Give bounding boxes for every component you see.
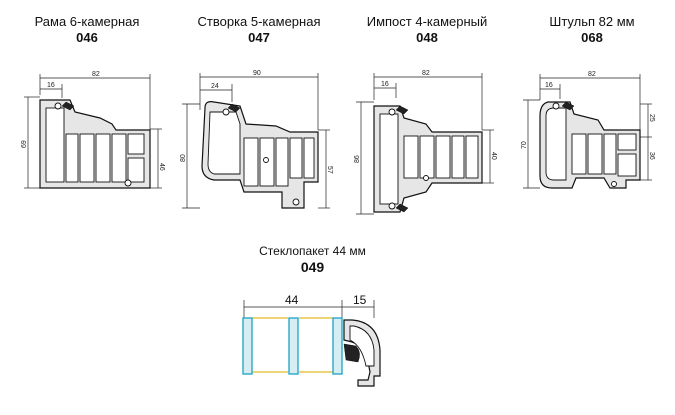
sash-height-label: 80 <box>180 154 187 162</box>
frame-side-label: 46 <box>158 163 165 171</box>
frame-height-label: 69 <box>21 140 28 148</box>
glass-unit-code: 049 <box>300 259 325 275</box>
sash-title: Створка 5-камерная <box>197 14 321 29</box>
glass-pane <box>332 317 343 375</box>
glass-pane <box>242 317 253 375</box>
frame-offset-label: 16 <box>47 82 55 89</box>
bead-seal <box>343 343 360 363</box>
mullion-offset-label: 16 <box>381 81 389 88</box>
mullion-side-label: 40 <box>490 152 497 160</box>
caption-frame: Рама 6-камерная 046 <box>22 14 152 47</box>
caption-glass-unit: Стеклопакет 44 мм 049 <box>240 244 385 277</box>
glass-unit-title: Стеклопакет 44 мм <box>259 244 366 258</box>
sash-code: 047 <box>248 30 270 46</box>
shtulp-width-label: 82 <box>588 71 596 78</box>
mullion-title: Импост 4-камерный <box>366 14 488 29</box>
shtulp-side-bottom-label: 36 <box>648 152 655 160</box>
shtulp-height-label: 70 <box>521 141 528 149</box>
shtulp-side-top-label: 25 <box>648 114 655 122</box>
shtulp-offset-label: 16 <box>545 82 553 89</box>
mullion-profile-drawing: 82 16 86 40 <box>354 70 497 215</box>
sash-profile-drawing: 90 24 80 57 <box>180 70 333 209</box>
mullion-height-label: 86 <box>354 155 361 163</box>
glass-width-label: 44 <box>285 293 299 307</box>
frame-code: 046 <box>76 30 98 46</box>
bead-width-label: 15 <box>353 293 367 307</box>
caption-sash: Створка 5-камерная 047 <box>184 14 334 47</box>
sash-side-label: 57 <box>326 166 333 174</box>
shtulp-title: Штульп 82 мм <box>549 14 635 29</box>
frame-profile-drawing: 82 16 69 46 <box>21 71 165 189</box>
caption-shtulp: Штульп 82 мм 068 <box>527 14 657 47</box>
glass-pane <box>288 317 299 375</box>
caption-mullion: Импост 4-камерный 048 <box>352 14 502 47</box>
sash-offset-label: 24 <box>211 83 219 90</box>
shtulp-code: 068 <box>581 30 603 46</box>
frame-title: Рама 6-камерная <box>34 14 140 29</box>
frame-width-label: 82 <box>92 71 100 78</box>
sash-width-label: 90 <box>253 70 261 77</box>
glass-unit-drawing: 44 15 <box>242 293 381 387</box>
mullion-code: 048 <box>416 30 438 46</box>
mullion-width-label: 82 <box>422 70 430 77</box>
shtulp-profile-drawing: 82 16 70 25 36 <box>521 71 655 189</box>
